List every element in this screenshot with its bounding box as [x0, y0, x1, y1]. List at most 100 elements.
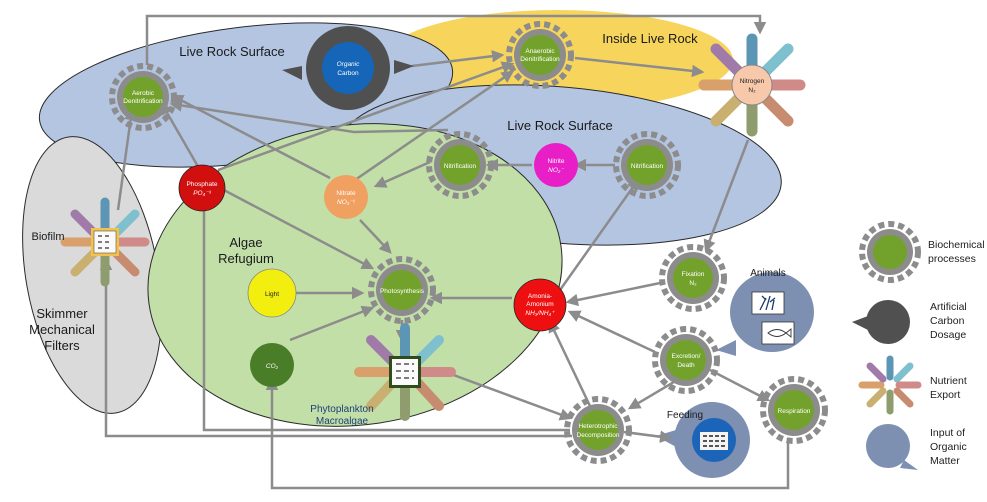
- arrow-heterotrophic-biofilm: [99, 257, 572, 438]
- fixation-label-1: Fixation: [682, 271, 705, 278]
- nitrite-label-1: Nitrite: [548, 158, 565, 165]
- aerobic-denitrification-label-2: Denitrification: [123, 98, 163, 105]
- heterotrophic-label-2: Decomposition: [577, 432, 620, 439]
- flow-arrows: [99, 14, 790, 490]
- light-label: Light: [265, 291, 279, 298]
- phytoplankton-label-2: Macroalgae: [316, 416, 369, 427]
- nitrate-node: [324, 175, 368, 219]
- nitrogen-nutrient-export: [698, 33, 806, 137]
- legend-biochemical-label-1: Biochemical: [928, 239, 985, 251]
- skimmer-label-3: Filters: [44, 338, 80, 353]
- nitrite-node: [534, 143, 578, 187]
- legend-carbon-dosage-icon: [852, 300, 910, 344]
- legend-carbon-dosage-label-3: Dosage: [930, 329, 966, 341]
- ammonium-label-2: Amonium: [526, 301, 553, 308]
- nitrification-right-label: Nitrification: [631, 163, 664, 170]
- animals-organic-input: [716, 272, 814, 356]
- nitrite-label-2: NO₂⁻: [548, 167, 564, 174]
- anaerobic-denitrification-gear: [506, 21, 574, 89]
- organic-carbon-label-1: Organic: [337, 61, 361, 68]
- heterotrophic-label-1: Heterotrophic: [578, 423, 618, 430]
- aerobic-denitrification-label-1: Aerobic: [132, 90, 155, 97]
- arrow-nitrogen-fixation: [703, 139, 750, 253]
- arrow-respiration-co2: [265, 377, 790, 490]
- arrow-phosphate-photosynthesis: [219, 186, 375, 270]
- nitrate-label-1: Nitrate: [336, 190, 356, 197]
- nitrification-left-gear: [426, 131, 494, 199]
- arrow-nitrate-aerobic: [170, 94, 331, 180]
- arrow-fixation-ammonium: [565, 280, 666, 307]
- skimmer-label-1: Skimmer: [36, 306, 88, 321]
- legend-organic-input-icon: [866, 424, 918, 470]
- co2-node: [250, 343, 294, 387]
- organic-carbon-label-2: Carbon: [337, 70, 359, 77]
- anaerobic-denitrification-label-2: Denitrification: [520, 56, 560, 63]
- arrow-top-loop: [145, 14, 767, 65]
- nitrification-left-label: Nitrification: [444, 163, 477, 170]
- legend-carbon-dosage-label-1: Artificial: [930, 301, 967, 313]
- ammonium-node: [513, 278, 567, 332]
- nitrate-label-2: NO₃⁻¹: [337, 199, 356, 206]
- phosphate-node: [178, 164, 226, 212]
- arrow-nitrate-anaerobic: [354, 70, 515, 182]
- animals-label: Animals: [750, 268, 786, 279]
- arrow-algae-heterotrophic: [439, 368, 573, 421]
- skimmer-label-2: Mechanical: [29, 322, 95, 337]
- aerobic-denitrification-gear: [109, 63, 177, 131]
- photosynthesis-label: Photosynthesis: [380, 288, 425, 295]
- legend-organic-input-label-1: Input of: [930, 427, 965, 439]
- algae-refugium-label-1: Algae: [229, 235, 262, 250]
- fixation-label-2: N₂: [689, 280, 697, 287]
- arrow-carbon-anaerobic: [411, 50, 505, 68]
- heterotrophic-gear: [564, 396, 632, 464]
- phytoplankton-label-1: Phytoplankton: [310, 404, 373, 415]
- respiration-gear: [760, 376, 828, 444]
- legend-carbon-dosage-label-2: Carbon: [930, 315, 965, 327]
- arrow-anaerobic-nitrogen: [574, 56, 705, 78]
- organic-carbon-node: Organic Carbon: [282, 26, 414, 110]
- fixation-gear: [659, 244, 727, 312]
- phosphate-label-2: PO₄⁻³: [193, 190, 211, 197]
- legend: Biochemical processes Artificial Carbon …: [852, 221, 985, 470]
- co2-label: CO₂: [266, 363, 279, 370]
- nitrogen-label-1: Nitrogen: [740, 78, 765, 85]
- legend-nutrient-export-label-2: Export: [930, 389, 960, 401]
- arrow-phosphate-aerobic: [160, 101, 202, 171]
- arrow-heterotrophic-ammonium: [548, 319, 592, 407]
- inside-live-rock-label: Inside Live Rock: [602, 31, 698, 46]
- ammonium-label-1: Amonia-: [528, 293, 552, 300]
- arrow-co2-photosynthesis: [289, 305, 375, 342]
- algae-refugium-label-2: Refugium: [218, 251, 274, 266]
- excretion-label-1: Excretion/: [672, 353, 701, 360]
- legend-gear-icon: [859, 221, 921, 283]
- algae-refugium-region: [147, 123, 563, 427]
- arrow-excretion-ammonium: [567, 310, 656, 354]
- ammonium-label-3: NH₃/NH₄⁺: [525, 310, 555, 317]
- photosynthesis-gear: [368, 256, 436, 324]
- arrow-excretion-respiration: [709, 368, 771, 402]
- nitrogen-label-2: N₂: [748, 87, 756, 94]
- feeding-label: Feeding: [667, 410, 703, 421]
- arrow-heterotrophic-phosphate: [197, 191, 570, 432]
- phosphate-label-1: Phosphate: [186, 181, 217, 188]
- live-rock-surface-mid-label: Live Rock Surface: [507, 118, 613, 133]
- excretion-gear: [652, 326, 720, 394]
- legend-nutrient-export-label-1: Nutrient: [930, 375, 967, 387]
- arrow-ammonium-nitrification: [558, 177, 640, 291]
- arrow-phosphate-anaerobic: [217, 61, 515, 172]
- algae-nutrient-export: [354, 323, 456, 421]
- arrow-nitrate-photosynthesis: [359, 219, 392, 254]
- arrow-nitrification-nitrate: [373, 160, 431, 188]
- legend-biochemical-label-2: processes: [928, 253, 976, 265]
- light-node: [247, 268, 297, 318]
- legend-nutrient-export-icon: [858, 355, 922, 415]
- live-rock-surface-top-label: Live Rock Surface: [179, 44, 285, 59]
- biofilm-label: Biofilm: [31, 231, 64, 243]
- legend-organic-input-label-3: Matter: [930, 455, 960, 467]
- respiration-label: Respiration: [778, 408, 811, 415]
- biofilm-nutrient-export: [60, 197, 150, 287]
- excretion-label-2: Death: [677, 362, 695, 369]
- arrow-nitrification-aerobic: [169, 99, 449, 134]
- nitrification-right-gear: [613, 131, 681, 199]
- anaerobic-denitrification-label-1: Anaerobic: [525, 48, 555, 55]
